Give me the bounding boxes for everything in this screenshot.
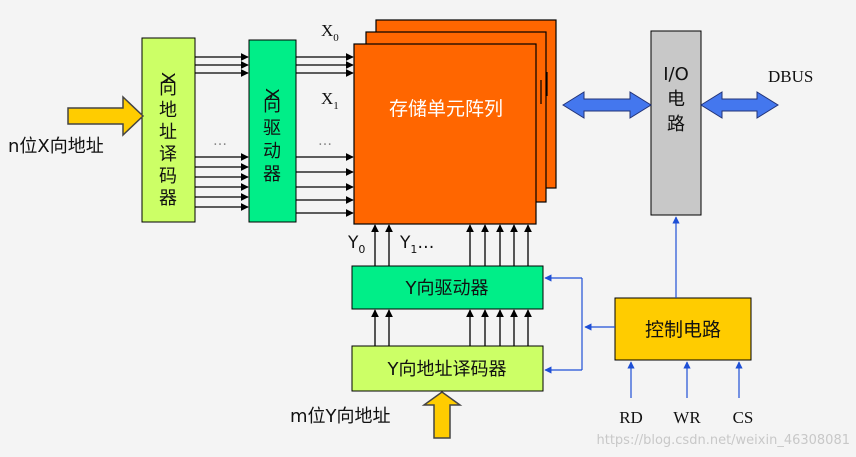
control-circuit-label: 控制电路 xyxy=(645,319,721,341)
rd-label: RD xyxy=(619,408,643,427)
y-address-decoder: Y向地址译码器 xyxy=(351,345,544,392)
y0-label: Y0 xyxy=(347,233,365,256)
storage-array-label: 存储单元阵列 xyxy=(389,98,503,120)
y-driver: Y向驱动器 xyxy=(351,265,544,310)
y1-label: Y1… xyxy=(399,233,434,256)
x-address-input-arrow xyxy=(67,95,145,137)
m-bit-y-address-label: m位Y向地址 xyxy=(290,406,391,427)
ydriver-to-array-lines xyxy=(371,224,532,266)
storage-array-stack: 存储单元阵列 xyxy=(353,19,557,225)
decoder-to-driver-lines xyxy=(195,53,249,211)
n-bit-x-address-label: n位X向地址 xyxy=(8,136,104,157)
ydecoder-to-ydriver-lines xyxy=(371,309,532,346)
y-address-input-arrow xyxy=(421,391,463,439)
wr-label: WR xyxy=(673,408,701,427)
watermark: https://blog.csdn.net/weixin_46308081 xyxy=(596,433,850,448)
cs-label: CS xyxy=(733,408,754,427)
driver-to-array-lines xyxy=(296,53,354,217)
x0-label: X0 xyxy=(321,21,339,44)
y-address-decoder-label: Y向地址译码器 xyxy=(387,359,507,380)
dbus-label: DBUS xyxy=(768,67,813,86)
x-address-decoder: X向地址译码器 xyxy=(141,37,196,223)
control-lines xyxy=(544,216,743,398)
storage-array xyxy=(353,43,537,225)
array-io-bus-arrow xyxy=(562,91,652,119)
x-lines-ellipsis-left: … xyxy=(213,133,227,149)
io-dbus-bus-arrow xyxy=(700,91,779,119)
control-circuit: 控制电路 xyxy=(614,297,752,361)
xdec-text-glyphs: X向地址译码器 xyxy=(157,72,178,209)
x-address-decoder-label: X向地址译码器 xyxy=(157,72,178,209)
y-driver-label: Y向驱动器 xyxy=(405,278,489,299)
x1-label: X1 xyxy=(321,89,339,112)
x-lines-ellipsis-right: … xyxy=(318,133,332,149)
